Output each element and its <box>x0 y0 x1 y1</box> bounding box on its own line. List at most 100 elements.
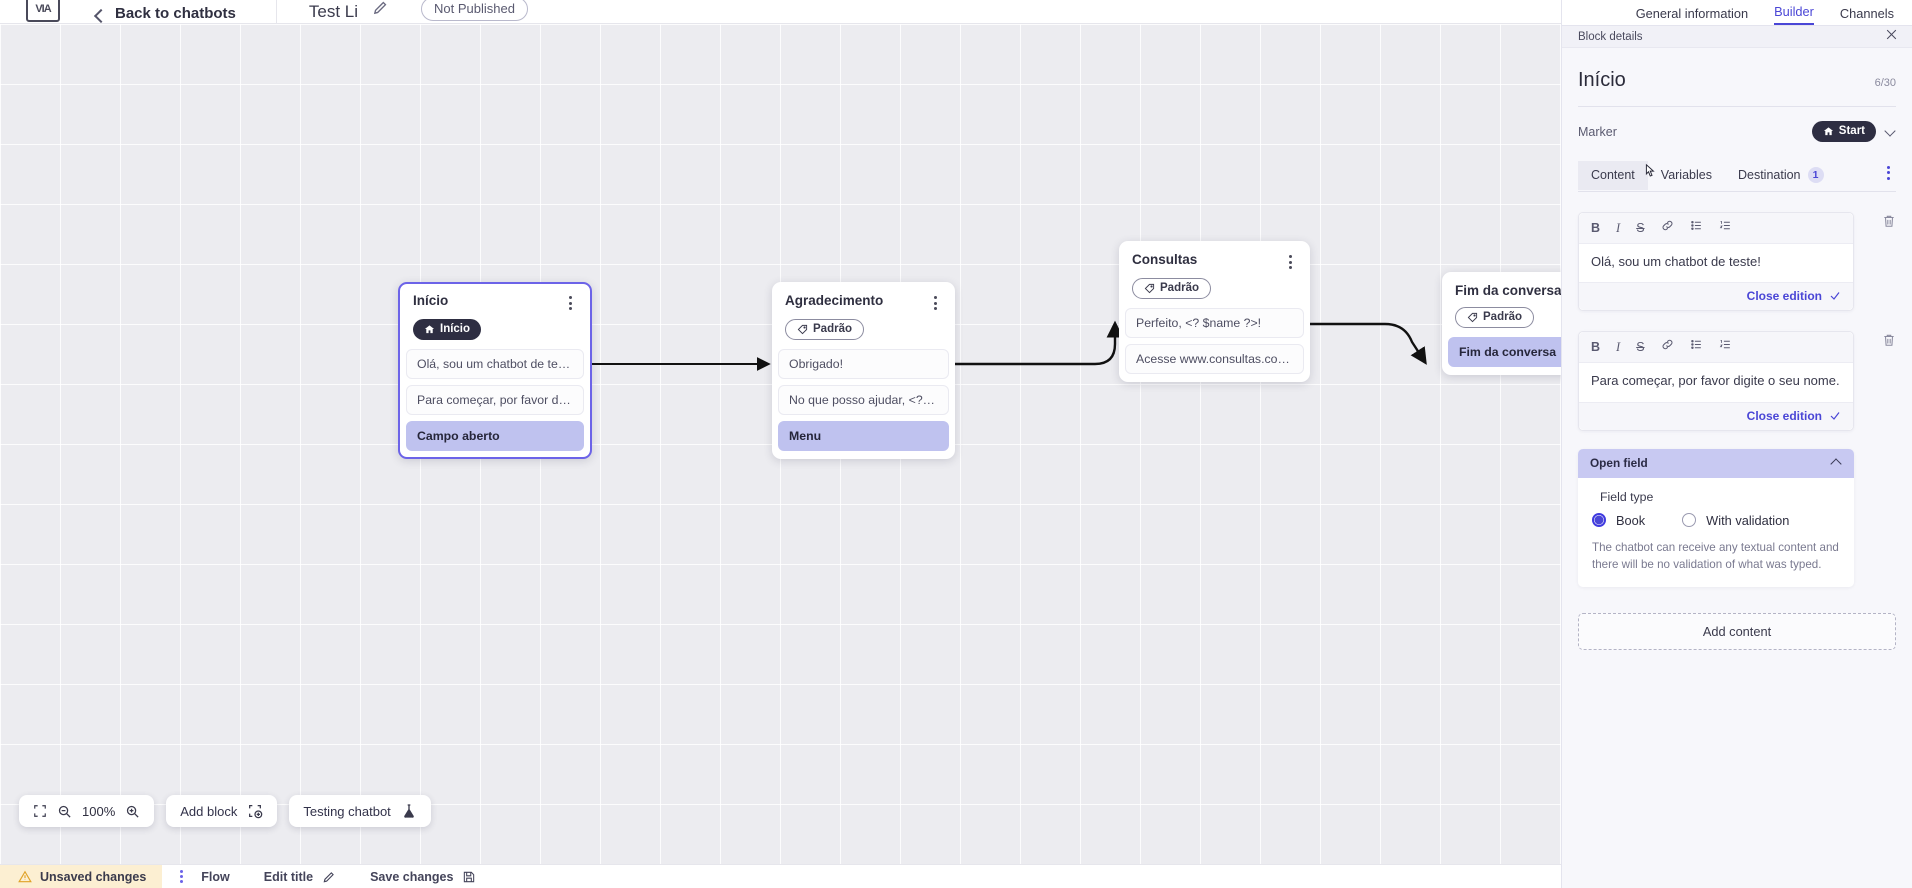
content-tabs-menu-button[interactable] <box>1887 165 1896 186</box>
bold-icon[interactable]: B <box>1591 340 1601 355</box>
flow-node-fim-da-conversa[interactable]: Fim da conversa Padrão Fim da conversa <box>1442 272 1561 375</box>
node-row-open-field[interactable]: Campo aberto <box>406 421 584 451</box>
node-menu-button[interactable] <box>563 293 577 310</box>
node-badge-label: Padrão <box>1483 311 1522 323</box>
rich-text-editor-2[interactable]: B I S <box>1578 331 1854 431</box>
node-header: Fim da conversa <box>1442 283 1561 298</box>
check-icon <box>1830 292 1840 301</box>
zoom-in-icon <box>127 805 139 818</box>
open-field-header[interactable]: Open field <box>1578 448 1854 478</box>
flask-icon <box>403 804 414 818</box>
node-content-rows: Perfeito, <? $name ?>! Acesse www.consul… <box>1119 299 1310 374</box>
zoom-controls[interactable]: 100% <box>19 795 155 827</box>
node-menu-button[interactable] <box>928 293 942 310</box>
node-menu-button[interactable] <box>1283 252 1297 269</box>
marker-label: Marker <box>1578 124 1617 139</box>
bullet-list-icon[interactable] <box>1690 338 1703 356</box>
editor-text[interactable]: Para começar, por favor digite o seu nom… <box>1579 363 1853 402</box>
node-badge-default: Padrão <box>1132 278 1211 299</box>
edit-title-button[interactable]: Edit title <box>264 870 336 884</box>
numbered-list-icon[interactable] <box>1719 338 1732 356</box>
flow-button[interactable]: Flow <box>201 870 229 884</box>
close-icon <box>1886 29 1897 39</box>
editor-footer: Close edition <box>1579 282 1853 311</box>
tag-icon <box>797 324 808 334</box>
chevron-down-icon <box>1885 126 1896 137</box>
back-to-chatbots-button[interactable]: Back to chatbots <box>92 5 236 22</box>
add-block-icon <box>249 805 263 819</box>
node-row-menu[interactable]: Menu <box>778 421 949 451</box>
add-block-button[interactable]: Add block <box>166 795 278 827</box>
edit-pencil-icon[interactable] <box>372 0 389 21</box>
delete-content-button[interactable] <box>1882 214 1896 233</box>
tab-destination[interactable]: Destination 1 <box>1725 160 1837 191</box>
link-icon[interactable] <box>1661 338 1674 356</box>
node-row[interactable]: No que posso ajudar, <? $name ... <box>778 385 949 415</box>
node-row[interactable]: Acesse www.consultas.com par... <box>1125 344 1304 374</box>
chevron-left-icon <box>92 9 105 22</box>
close-edition-button[interactable]: Close edition <box>1746 289 1822 304</box>
link-icon[interactable] <box>1661 219 1674 237</box>
node-row[interactable]: Perfeito, <? $name ?>! <box>1125 308 1304 338</box>
edit-title-label: Edit title <box>263 869 314 884</box>
flow-node-agradecimento[interactable]: Agradecimento Padrão Obrigado! No que po… <box>772 282 955 459</box>
node-badge-row: Padrão <box>1119 269 1310 299</box>
node-row-end[interactable]: Fim da conversa <box>1448 337 1561 367</box>
tab-variables[interactable]: Variables <box>1648 161 1725 190</box>
delete-content-button[interactable] <box>1882 333 1896 352</box>
open-field-description: The chatbot can receive any textual cont… <box>1592 540 1839 571</box>
flow-node-consultas[interactable]: Consultas Padrão Perfeito, <? $name ?>! … <box>1119 241 1310 382</box>
tab-builder[interactable]: Builder <box>1774 4 1814 25</box>
strikethrough-icon[interactable]: S <box>1636 340 1645 355</box>
testing-chatbot-button[interactable]: Testing chatbot <box>289 795 431 827</box>
strikethrough-icon[interactable]: S <box>1636 220 1645 235</box>
node-badge-label: Padrão <box>1160 282 1199 294</box>
editor-toolbar: B I S <box>1579 213 1853 244</box>
title-divider <box>1578 106 1896 107</box>
trash-icon <box>1884 335 1894 347</box>
bullet-list-icon[interactable] <box>1690 219 1703 237</box>
numbered-list-icon[interactable] <box>1719 219 1732 237</box>
flow-canvas[interactable]: Início Início Olá, sou um chatbot de tes… <box>0 24 1561 864</box>
back-to-chatbots-label: Back to chatbots <box>115 5 236 22</box>
chatbot-title: Test Li <box>308 2 358 21</box>
radio-book[interactable] <box>1592 513 1606 528</box>
flow-node-inicio[interactable]: Início Início Olá, sou um chatbot de tes… <box>398 282 592 459</box>
node-row[interactable]: Obrigado! <box>778 349 949 379</box>
close-panel-button[interactable] <box>1885 28 1898 46</box>
char-count: 6/30 <box>1874 77 1896 89</box>
rich-text-editor-2-wrap: B I S <box>1578 331 1896 431</box>
node-row[interactable]: Para começar, por favor digite o ... <box>406 385 584 415</box>
tab-channels[interactable]: Channels <box>1839 6 1894 21</box>
chevron-up-icon[interactable] <box>1831 457 1842 468</box>
node-title: Início <box>413 293 449 308</box>
editor-text[interactable]: Olá, sou um chatbot de teste! <box>1579 244 1853 283</box>
node-row[interactable]: Olá, sou um chatbot de teste! <box>406 349 584 379</box>
status-bar-menu-button[interactable] <box>180 870 184 883</box>
close-edition-button[interactable]: Close edition <box>1746 408 1822 423</box>
panel-body: Início 6/30 Marker Start Content <box>1562 48 1912 651</box>
tab-variables-label: Variables <box>1660 168 1712 182</box>
radio-with-validation-label: With validation <box>1706 512 1790 528</box>
panel-top-tabs: General information Builder Channels <box>1562 0 1912 26</box>
tab-content[interactable]: Content <box>1578 161 1648 190</box>
block-details-panel: General information Builder Channels Blo… <box>1561 0 1912 888</box>
node-header: Consultas <box>1119 252 1310 269</box>
marker-select[interactable]: Start <box>1811 121 1896 142</box>
tag-icon <box>1467 312 1478 322</box>
tab-general-information[interactable]: General information <box>1635 6 1749 21</box>
bold-icon[interactable]: B <box>1591 220 1601 235</box>
editor-toolbar: B I S <box>1579 332 1853 364</box>
marker-badge-start: Start <box>1811 121 1876 142</box>
rich-text-editor-1[interactable]: B I S <box>1578 212 1854 312</box>
node-badge-default: Padrão <box>1455 307 1534 328</box>
italic-icon[interactable]: I <box>1616 220 1621 235</box>
check-icon <box>1830 412 1840 420</box>
add-content-button[interactable]: Add content <box>1578 613 1896 651</box>
home-icon <box>424 324 435 333</box>
radio-with-validation[interactable] <box>1682 513 1697 528</box>
italic-icon[interactable]: I <box>1616 340 1621 355</box>
node-title: Agradecimento <box>785 293 884 308</box>
fit-screen-icon <box>34 805 46 817</box>
save-changes-button[interactable]: Save changes <box>370 870 476 884</box>
